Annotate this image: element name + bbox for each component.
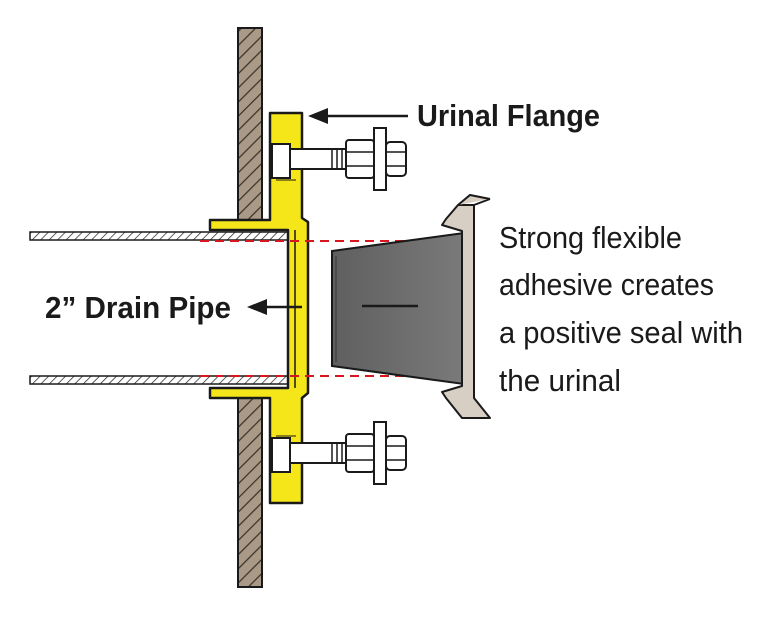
wall-lower bbox=[237, 396, 263, 588]
arrow-left-icon bbox=[247, 299, 267, 315]
hex-bolt-icon bbox=[271, 127, 407, 191]
flange-body bbox=[208, 111, 310, 505]
wall bbox=[237, 27, 263, 588]
seal-note-line-4: the urinal bbox=[499, 363, 621, 398]
pipe-wall-bottom bbox=[29, 375, 293, 385]
seal-note-line-2: adhesive creates bbox=[499, 267, 714, 302]
seal-note: Strong flexible adhesive creates a posit… bbox=[499, 220, 743, 398]
drain-pipe-callout: 2” Drain Pipe bbox=[45, 290, 302, 325]
urinal-outlet bbox=[331, 193, 491, 419]
drain-pipe-label: 2” Drain Pipe bbox=[45, 290, 231, 325]
seal-note-line-3: a positive seal with bbox=[499, 315, 743, 350]
flange-callout: Urinal Flange bbox=[308, 98, 600, 133]
hex-bolt-icon bbox=[271, 421, 407, 485]
wall-upper bbox=[237, 27, 263, 225]
urinal-flange bbox=[208, 111, 310, 505]
urinal-flange-label: Urinal Flange bbox=[417, 98, 600, 133]
seal-note-line-1: Strong flexible bbox=[499, 220, 682, 255]
gasket bbox=[331, 231, 465, 386]
arrow-left-icon bbox=[308, 108, 328, 124]
pipe-wall-top bbox=[29, 231, 293, 241]
alignment-guide-lines bbox=[200, 240, 430, 377]
urinal-horn bbox=[441, 204, 491, 419]
